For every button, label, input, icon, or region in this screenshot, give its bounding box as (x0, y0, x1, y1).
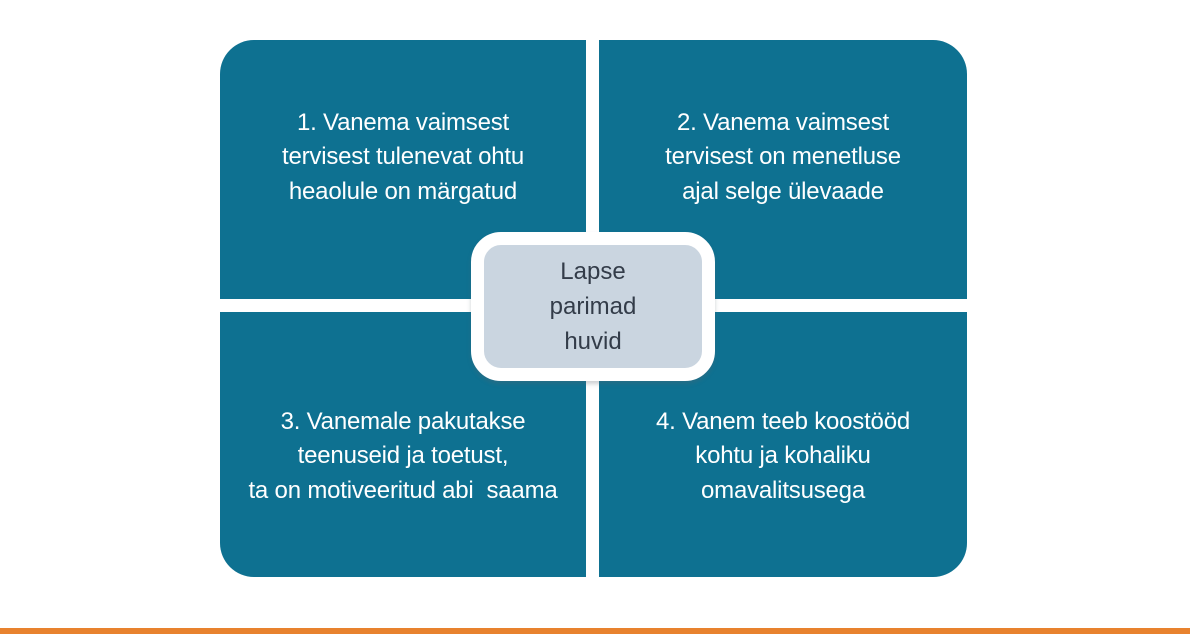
quadrant-3-label: 3. Vanemale pakutakse teenuseid ja toetu… (248, 407, 558, 504)
quadrant-1: 1. Vanema vaimsest tervisest tulenevat o… (220, 40, 586, 299)
quadrant-4-label: 4. Vanem teeb koostööd kohtu ja kohaliku… (656, 407, 910, 504)
quadrant-4: 4. Vanem teeb koostööd kohtu ja kohaliku… (599, 312, 967, 577)
bottom-accent-line (0, 628, 1190, 634)
center-box: Lapse parimad huvid (471, 232, 715, 381)
center-box-label: Lapse parimad huvid (549, 258, 637, 355)
quadrant-1-label: 1. Vanema vaimsest tervisest tulenevat o… (281, 108, 524, 205)
quadrant-2-label: 2. Vanema vaimsest tervisest on menetlus… (665, 108, 901, 205)
